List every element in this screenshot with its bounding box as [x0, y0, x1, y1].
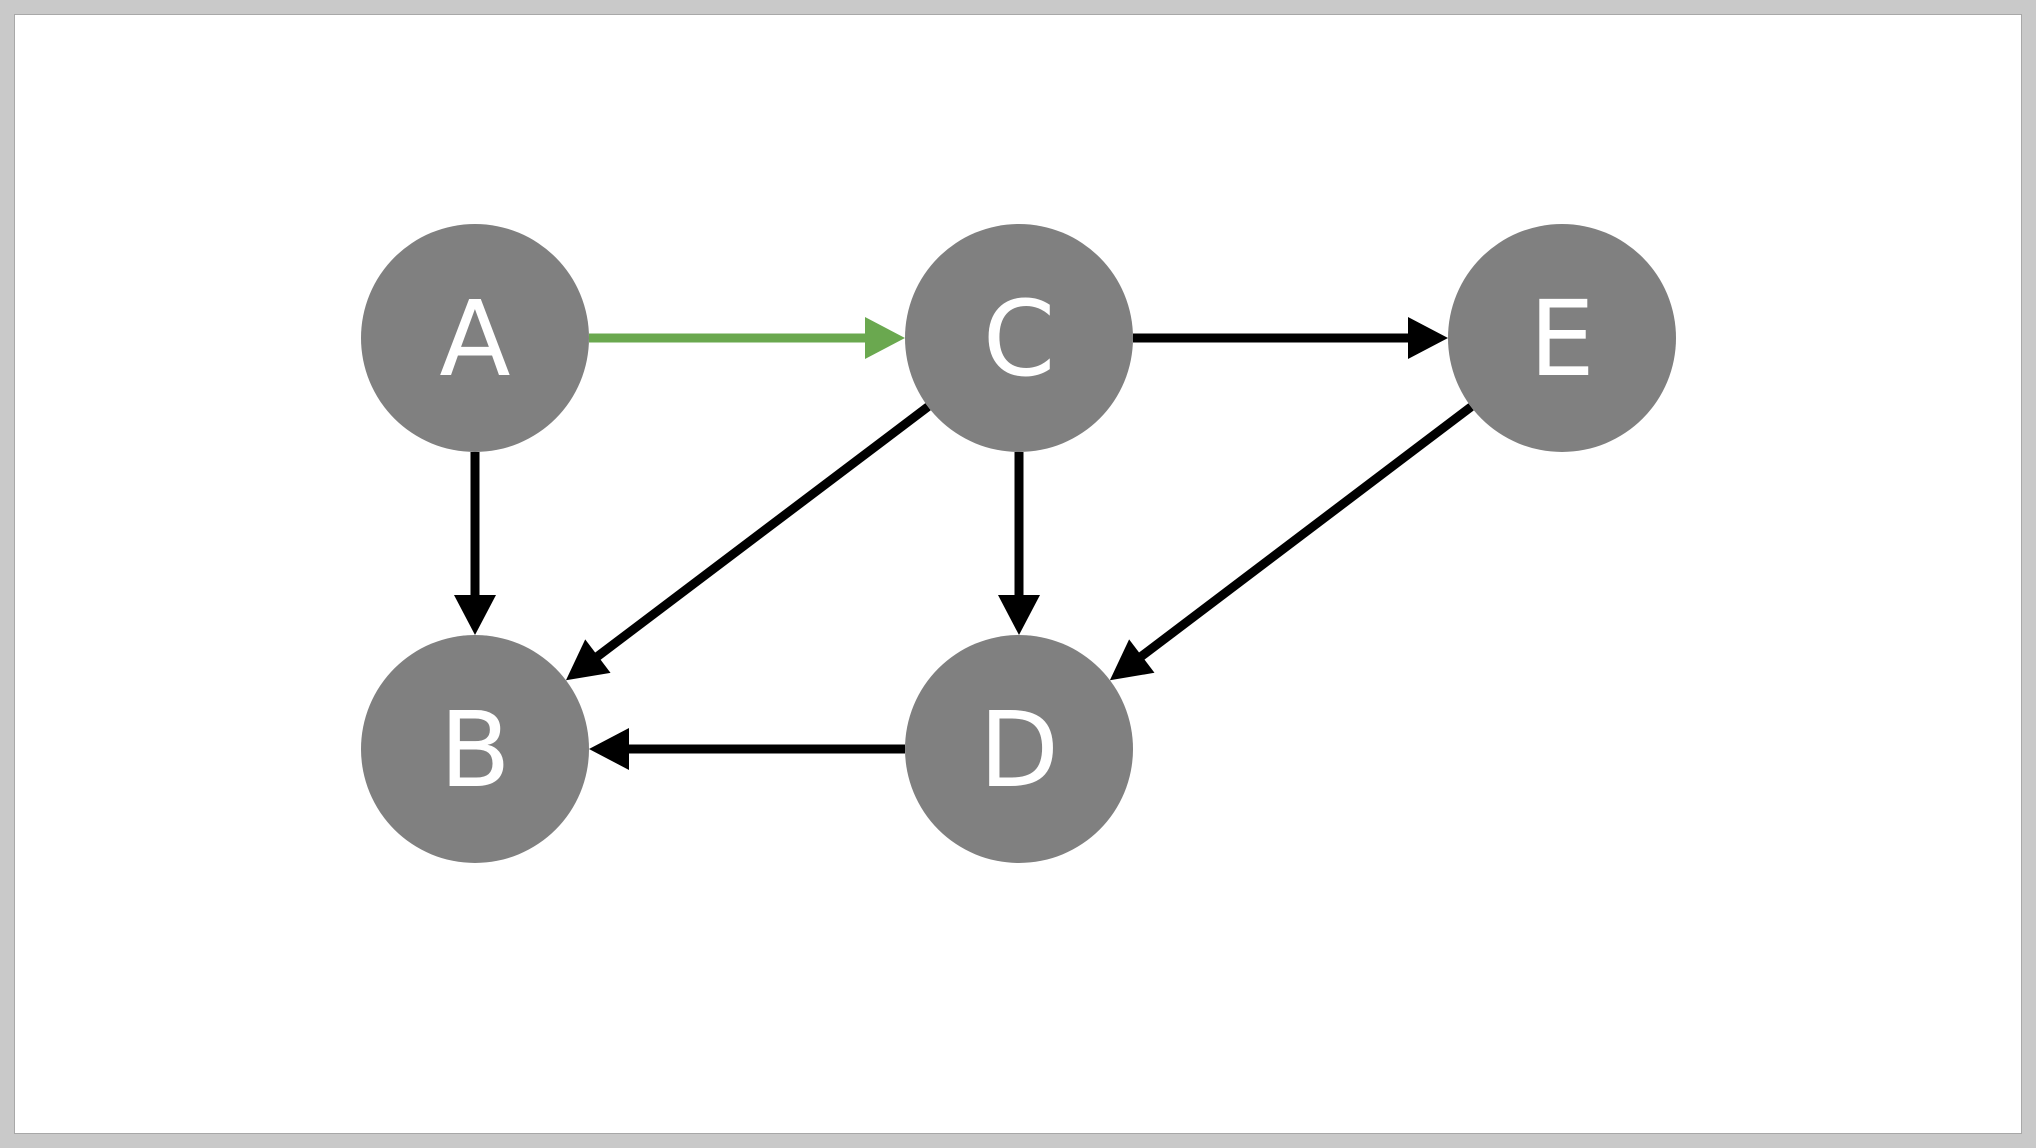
- node-label: C: [983, 278, 1056, 400]
- arrowhead-icon: [565, 639, 611, 681]
- node-D: D: [905, 635, 1133, 863]
- node-circle: [905, 224, 1133, 452]
- arrowhead-icon: [589, 728, 629, 770]
- node-label: B: [439, 689, 510, 811]
- arrowhead-icon: [454, 595, 496, 635]
- arrowhead-icon: [865, 317, 905, 359]
- edge-A-C: [589, 317, 905, 359]
- node-label: E: [1529, 278, 1595, 400]
- node-A: A: [361, 224, 589, 452]
- node-circle: [361, 224, 589, 452]
- node-circle: [905, 635, 1133, 863]
- node-B: B: [361, 635, 589, 863]
- node-circle: [361, 635, 589, 863]
- edge-E-D: [1109, 403, 1474, 681]
- arrowhead-icon: [998, 595, 1040, 635]
- edge-A-B: [454, 452, 496, 635]
- node-circle: [1448, 224, 1676, 452]
- node-label: D: [979, 689, 1059, 811]
- node-E: E: [1448, 224, 1676, 452]
- arrowhead-icon: [1109, 639, 1155, 681]
- edge-line: [593, 403, 931, 661]
- node-label: A: [439, 278, 510, 400]
- edge-C-B: [565, 403, 931, 681]
- edges-layer: [454, 317, 1474, 770]
- node-C: C: [905, 224, 1133, 452]
- edge-line: [1137, 403, 1474, 661]
- edge-C-E: [1133, 317, 1448, 359]
- edge-D-B: [589, 728, 905, 770]
- edge-C-D: [998, 452, 1040, 635]
- arrowhead-icon: [1408, 317, 1448, 359]
- nodes-layer: A B C D E: [361, 224, 1676, 863]
